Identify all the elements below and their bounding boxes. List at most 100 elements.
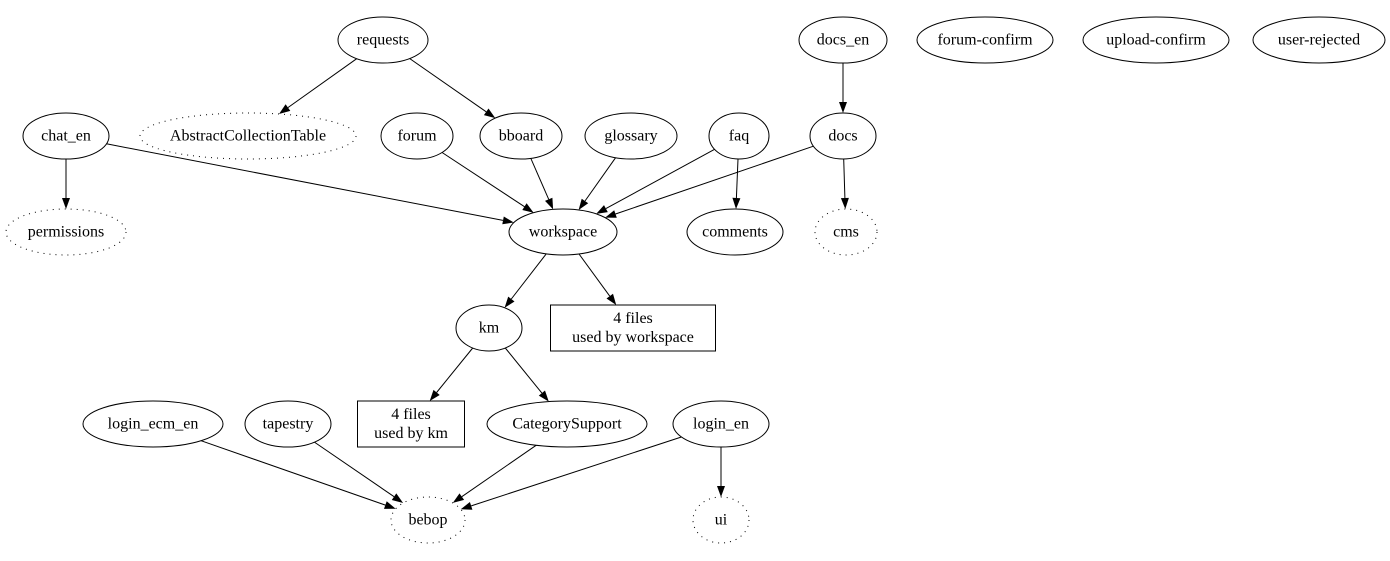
- edge-line: [106, 143, 504, 221]
- edge-line: [584, 157, 617, 202]
- edge-login_en-bebop: [460, 436, 682, 510]
- arrowhead-icon: [522, 203, 534, 213]
- node-AbstractCollectionTable: AbstractCollectionTable: [139, 112, 357, 160]
- edge-login_en-ui: [717, 447, 725, 497]
- edge-workspace-files_workspace: [578, 253, 617, 305]
- node-ellipse-shape: [390, 496, 466, 544]
- node-permissions: permissions: [5, 208, 127, 256]
- edge-login_ecm_en-bebop: [200, 440, 396, 509]
- node-ellipse-shape: [1252, 16, 1386, 64]
- arrowhead-icon: [578, 198, 589, 210]
- node-label: ui: [715, 512, 728, 529]
- node-chat_en: chat_en: [22, 112, 110, 160]
- node-label: forum-confirm: [937, 32, 1033, 49]
- node-label: requests: [357, 32, 409, 49]
- edge-line: [843, 158, 846, 199]
- arrowhead-icon: [279, 104, 291, 114]
- edge-line: [504, 347, 543, 394]
- node-label: login_ecm_en: [108, 416, 199, 433]
- node-label: 4 files: [613, 310, 653, 327]
- node-label: 4 files: [391, 406, 431, 423]
- node-ellipse-shape: [455, 304, 523, 352]
- node-ellipse-shape: [479, 112, 563, 160]
- arrowhead-icon: [504, 296, 515, 308]
- arrowhead-icon: [717, 486, 725, 497]
- node-forum: forum: [380, 112, 454, 160]
- node-user-rejected: user-rejected: [1252, 16, 1386, 64]
- edge-line: [436, 347, 474, 393]
- node-bboard: bboard: [479, 112, 563, 160]
- arrowhead-icon: [840, 197, 849, 209]
- node-ellipse-shape: [337, 16, 429, 64]
- node-label: chat_en: [41, 128, 91, 145]
- edge-line: [578, 253, 611, 297]
- node-ellipse-shape: [686, 208, 784, 256]
- node-label: used by km: [374, 425, 448, 442]
- edge-requests-AbstractCollectionTable: [279, 58, 357, 114]
- node-box-shape: [357, 400, 465, 448]
- node-label: bboard: [499, 128, 543, 145]
- edge-docs_en-docs: [839, 63, 847, 113]
- edge-line: [615, 145, 814, 215]
- edges-layer: [62, 58, 849, 510]
- edge-line: [441, 152, 525, 208]
- arrowhead-icon: [460, 502, 473, 510]
- node-ellipse-shape: [5, 208, 127, 256]
- edge-line: [510, 253, 547, 300]
- node-label: comments: [702, 224, 768, 241]
- node-ellipse-shape: [692, 496, 750, 544]
- arrowhead-icon: [538, 390, 549, 402]
- node-label: workspace: [529, 224, 597, 241]
- edge-line: [409, 58, 487, 113]
- arrowhead-icon: [483, 108, 496, 119]
- arrowhead-icon: [732, 197, 741, 209]
- edge-docs-workspace: [605, 145, 814, 218]
- arrowhead-icon: [429, 389, 440, 401]
- arrowhead-icon: [452, 493, 465, 503]
- edge-chat_en-permissions: [62, 159, 70, 209]
- node-ellipse-shape: [584, 112, 678, 160]
- node-faq: faq: [708, 112, 770, 160]
- node-label: km: [479, 320, 500, 337]
- arrowhead-icon: [62, 198, 70, 209]
- node-ellipse-shape: [380, 112, 454, 160]
- node-ellipse-shape: [22, 112, 110, 160]
- node-login_en: login_en: [672, 400, 770, 448]
- node-upload-confirm: upload-confirm: [1082, 16, 1230, 64]
- node-ellipse-shape: [798, 16, 888, 64]
- node-files_km: 4 files used by km: [357, 400, 465, 448]
- node-label: forum: [397, 128, 437, 145]
- node-label: upload-confirm: [1106, 32, 1206, 49]
- edge-line: [605, 148, 715, 210]
- node-docs_en: docs_en: [798, 16, 888, 64]
- edge-faq-workspace: [596, 148, 715, 214]
- node-docs: docs: [809, 112, 877, 160]
- node-label: docs_en: [817, 32, 869, 49]
- node-ellipse-shape: [82, 400, 224, 448]
- edge-tapestry-bebop: [314, 441, 404, 503]
- node-tapestry: tapestry: [244, 400, 332, 448]
- edge-bboard-workspace: [530, 158, 554, 210]
- arrowhead-icon: [839, 102, 847, 113]
- edge-km-files_km: [429, 347, 474, 401]
- node-label: bebop: [408, 512, 447, 529]
- edge-glossary-workspace: [578, 157, 617, 210]
- node-label: glossary: [604, 128, 657, 145]
- edge-line: [314, 441, 395, 498]
- edge-chat_en-workspace: [106, 143, 514, 225]
- arrowhead-icon: [545, 197, 554, 210]
- edge-line: [471, 436, 682, 507]
- node-forum-confirm: forum-confirm: [916, 16, 1054, 64]
- node-label: permissions: [28, 224, 104, 241]
- node-ellipse-shape: [1082, 16, 1230, 64]
- node-workspace: workspace: [508, 208, 618, 256]
- node-cms: cms: [814, 208, 878, 256]
- node-CategorySupport: CategorySupport: [486, 400, 648, 448]
- node-ellipse-shape: [708, 112, 770, 160]
- edge-line: [735, 158, 739, 199]
- nodes-layer: requests docs_en forum-confirm upload-confi…: [5, 16, 1386, 544]
- node-label: docs: [828, 128, 857, 145]
- node-ui: ui: [692, 496, 750, 544]
